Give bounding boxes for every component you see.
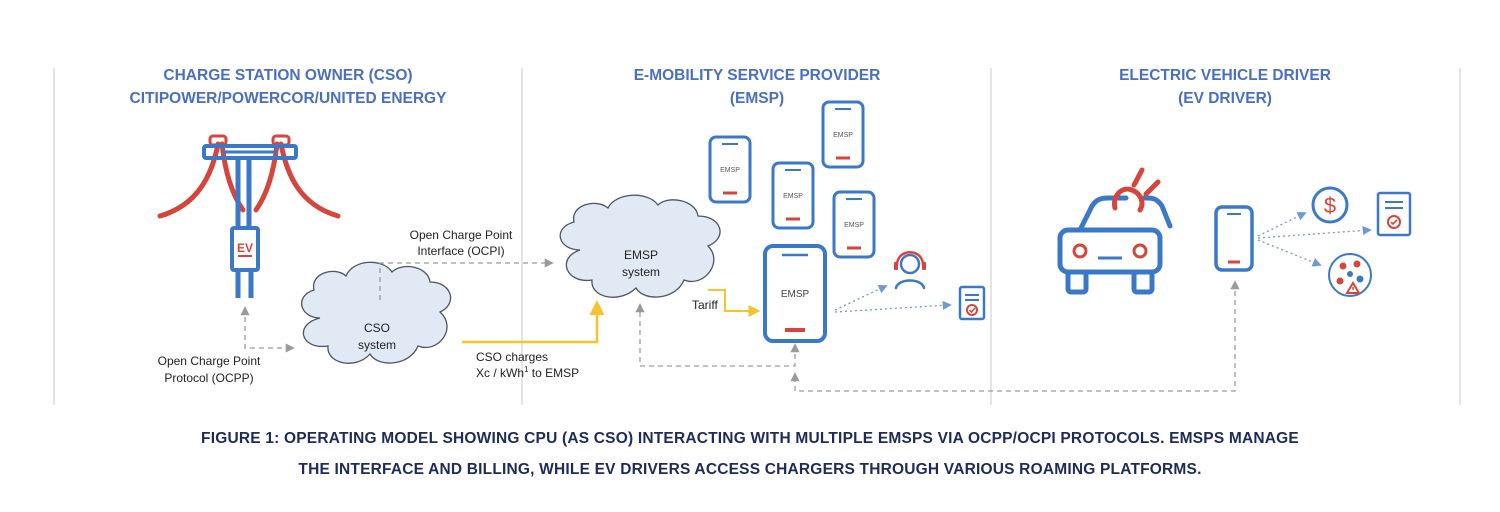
driver-outputs [1257, 212, 1372, 267]
emsp-phone-icon: EMSP [708, 135, 752, 204]
payment-dollar-icon: $ [1311, 186, 1349, 224]
charger-badge: EV [237, 241, 253, 255]
ocpi-label-line1: Open Charge Point [410, 228, 513, 242]
ocpi-label-line2: Interface (OCPI) [417, 244, 504, 258]
charges-recipient: to EMSP [528, 366, 579, 380]
ocpp-connector [240, 306, 295, 353]
phone-label: EMSP [844, 222, 864, 229]
figure-caption-line2: THE INTERFACE AND BILLING, WHILE EV DRIV… [298, 461, 1202, 478]
emsp-heading-line1: E-MOBILITY SERVICE PROVIDER [634, 67, 881, 84]
ocpp-label-line2: Protocol (OCPP) [164, 371, 253, 385]
customer-support-icon [894, 251, 926, 290]
to-support-arrow [834, 284, 888, 311]
charges-flow [462, 289, 761, 344]
tariff-arrow [708, 289, 761, 317]
section-dividers [53, 68, 1461, 405]
charges-rate: Xc / kWh [476, 366, 524, 380]
driver-to-emsp-connector [790, 280, 1240, 392]
dashed-connectors [240, 258, 1240, 392]
phone-label: EMSP [833, 132, 853, 139]
emsp-phone-icon: EMSP [771, 161, 815, 230]
main-phone-label: EMSP [781, 289, 810, 300]
charges-label-line2: Xc / kWh1 to EMSP [476, 365, 579, 380]
cso-to-emsp-charges-arrow [462, 300, 605, 344]
emsp-phone-icon: EMSP [832, 190, 876, 259]
bill-icon [1376, 191, 1412, 237]
charges-footnote: 1 [524, 365, 529, 374]
emsp-cloud-line2: system [622, 265, 660, 279]
tariff-label: Tariff [692, 298, 718, 312]
driver-phone-icon [1214, 205, 1254, 272]
figure-caption-line1: FIGURE 1: OPERATING MODEL SHOWING CPU (A… [201, 430, 1299, 447]
ocpi-connector [379, 258, 554, 300]
cso-heading-line2: CITIPOWER/POWERCOR/UNITED ENERGY [130, 90, 448, 107]
electric-car-icon [1057, 167, 1173, 295]
roaming-network-icon [1328, 253, 1372, 297]
phone-label: EMSP [720, 167, 740, 174]
emsp-outputs [834, 284, 952, 313]
ocpp-label-line1: Open Charge Point [158, 354, 261, 368]
cso-system-cloud: CSO system [301, 261, 452, 364]
cso-cloud-line1: CSO [364, 321, 390, 335]
to-roaming-arrow [1257, 239, 1322, 267]
to-invoice-arrow [834, 300, 952, 313]
phone-label: EMSP [783, 193, 803, 200]
emsp-main-phone-icon: EMSP [763, 244, 827, 343]
ev-charger-pole-icon: EV [157, 134, 341, 298]
cso-heading-line1: CHARGE STATION OWNER (CSO) [163, 67, 412, 84]
dollar-symbol: $ [1324, 193, 1336, 218]
emsp-system-cloud: EMSP system [559, 194, 721, 298]
emsp-heading-line2: (EMSP) [730, 90, 784, 107]
invoice-icon [958, 285, 986, 321]
driver-heading-line2: (EV DRIVER) [1178, 90, 1272, 107]
emsp-phone-icon: EMSP [821, 100, 865, 169]
emsp-cloud-line1: EMSP [624, 248, 658, 262]
to-bill-arrow [1257, 225, 1372, 239]
to-payment-arrow [1257, 212, 1307, 237]
driver-heading-line1: ELECTRIC VEHICLE DRIVER [1119, 67, 1331, 84]
cso-cloud-line2: system [358, 338, 396, 352]
charges-label-line1: CSO charges [476, 350, 548, 364]
